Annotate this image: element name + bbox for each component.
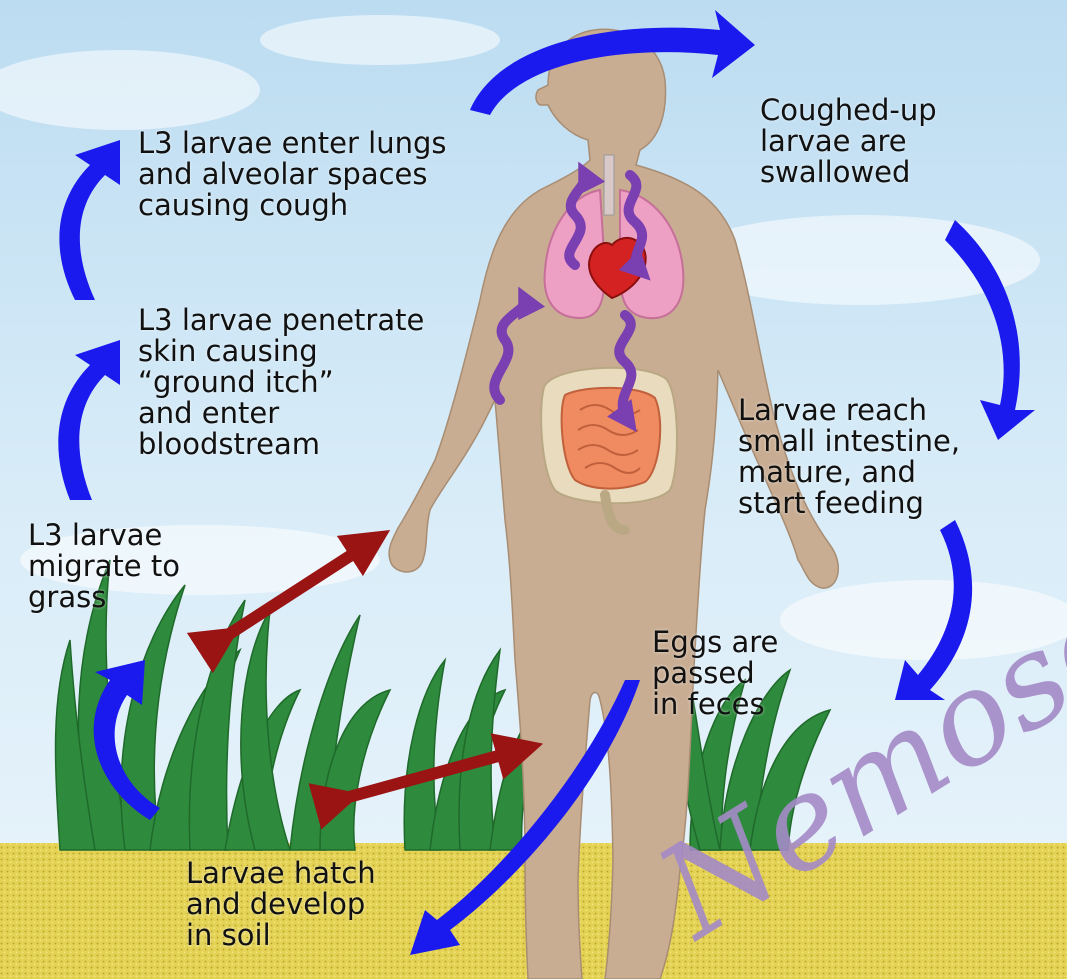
- label-larvae-hatch: Larvae hatch and develop in soil: [186, 858, 376, 951]
- label-coughed-up: Coughed-up larvae are swallowed: [760, 95, 937, 188]
- label-eggs-passed: Eggs are passed in feces: [652, 627, 778, 720]
- label-migrate-to-grass: L3 larvae migrate to grass: [28, 520, 180, 613]
- label-penetrate-skin: L3 larvae penetrate skin causing “ground…: [138, 305, 424, 460]
- label-small-intestine: Larvae reach small intestine, mature, an…: [738, 395, 960, 519]
- label-lungs: L3 larvae enter lungs and alveolar space…: [138, 128, 446, 221]
